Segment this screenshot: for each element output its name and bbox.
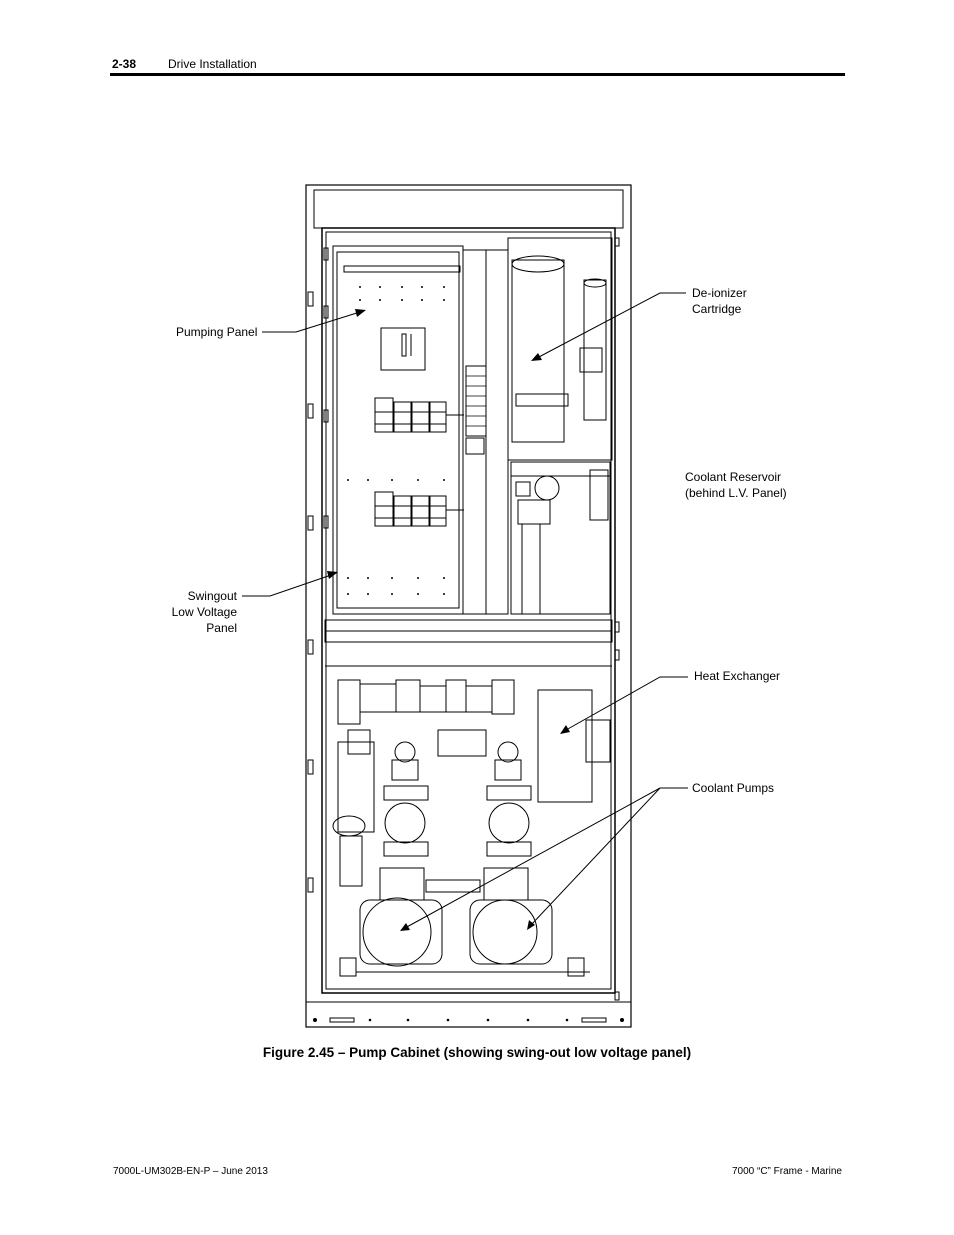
- callout-deionizer-line2: Cartridge: [692, 302, 742, 316]
- section-title: Drive Installation: [168, 57, 257, 71]
- callout-deionizer: De-ionizer Cartridge: [692, 285, 747, 317]
- header-rule: [110, 73, 845, 76]
- callout-swingout-line1: Swingout: [187, 589, 237, 603]
- hinge-icon: [307, 247, 329, 893]
- callout-reservoir-line2: (behind L.V. Panel): [685, 486, 787, 500]
- callout-swingout-line3: Panel: [206, 621, 237, 635]
- arrowhead-icon: [327, 309, 570, 931]
- callout-leaders: [242, 292, 688, 929]
- page-number: 2-38: [112, 57, 137, 71]
- callout-swingout-panel: Swingout Low Voltage Panel: [170, 588, 237, 636]
- figure-caption: Figure 2.45 – Pump Cabinet (showing swin…: [262, 1045, 692, 1060]
- callout-coolant-reservoir: Coolant Reservoir (behind L.V. Panel): [685, 469, 787, 501]
- callout-pumping-panel: Pumping Panel: [176, 325, 258, 339]
- callout-coolant-pumps: Coolant Pumps: [692, 781, 775, 795]
- callout-reservoir-line1: Coolant Reservoir: [685, 470, 782, 484]
- footer-publication: 7000L-UM302B-EN-P – June 2013: [113, 1166, 268, 1177]
- footer-product: 7000 “C” Frame - Marine: [731, 1166, 842, 1177]
- callout-swingout-line2: Low Voltage: [171, 605, 237, 619]
- callout-deionizer-line1: De-ionizer: [692, 286, 747, 300]
- callout-heat-exchanger: Heat Exchanger: [694, 669, 781, 683]
